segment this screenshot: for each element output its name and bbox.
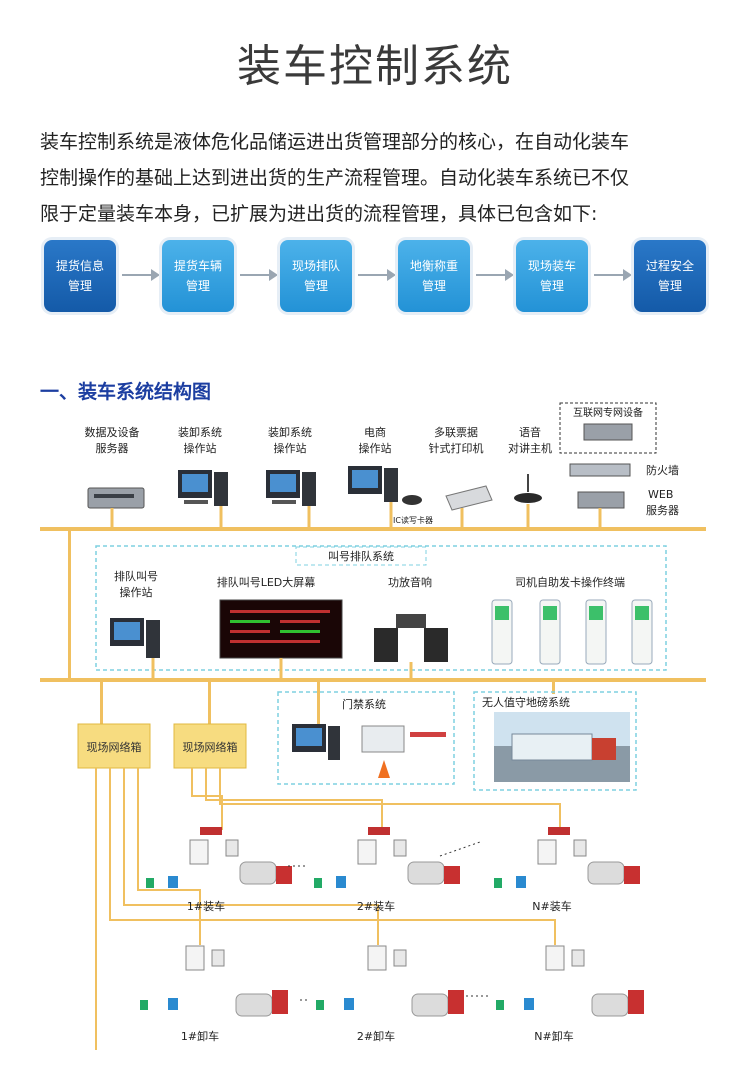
server-icon: [87, 487, 145, 529]
led-screen-icon: [219, 599, 343, 680]
system-structure-diagram: 数据及设备 服务器 装卸系统 操作站 装卸系统 操作站 电商 操作站 多联票据 …: [40, 402, 706, 1050]
page-title: 装车控制系统: [237, 41, 513, 92]
flow-arrow: [122, 269, 160, 281]
flow-arrow: [358, 269, 396, 281]
device-label: 操作站: [359, 441, 392, 455]
flow-step: 过程安全管理: [634, 240, 706, 312]
printer-icon: [445, 485, 493, 529]
network-bus: [40, 527, 706, 724]
loading-station-label: N#装车: [532, 899, 571, 913]
intro-line: 限于定量装车本身，已扩展为进出货的流程管理，具体已包含如下:: [40, 203, 598, 225]
scale-system-box: [473, 691, 637, 791]
queue-station-label: 操作站: [120, 585, 153, 599]
device-label: 服务器: [96, 442, 129, 455]
amplifier-label: 功放音响: [388, 575, 432, 589]
intercom-icon: [514, 474, 542, 529]
queue-system-box: [95, 545, 667, 671]
self-service-label: 司机自助发卡操作终端: [515, 575, 625, 589]
device-label: 装卸系统: [178, 425, 222, 439]
flow-step: 现场装车管理: [516, 240, 588, 312]
gate-system-box: [277, 691, 455, 785]
workstation-icon: [266, 470, 316, 529]
scale-icon: [494, 712, 630, 782]
field-network-label: 现场网络箱: [87, 740, 142, 754]
kiosk-icon: [491, 599, 653, 665]
device-label: 电商: [364, 425, 386, 439]
led-screen-label: 排队叫号LED大屏幕: [217, 575, 316, 589]
loading-station: [314, 827, 460, 888]
field-network-box: [173, 723, 247, 769]
loading-station-label: 1#装车: [187, 899, 225, 913]
loading-station-label: 2#装车: [357, 899, 395, 913]
firewall-label: 防火墙: [646, 463, 679, 477]
ic-reader-label: IC读写卡器: [393, 515, 433, 525]
internet-label: 互联网专网设备: [573, 406, 643, 419]
workstation-icon: [178, 470, 228, 529]
web-server-icon: [577, 491, 625, 509]
amplifier-icon: [374, 614, 448, 680]
intro-line: 控制操作的基础上达到进出货的生产流程管理。自动化装车系统已不仅: [40, 167, 630, 189]
process-flow: 提货信息管理 提货车辆管理 现场排队管理 地衡称重管理 现场装车管理 过程安全管…: [40, 240, 716, 316]
unloading-station: [316, 945, 464, 1017]
flow-step: 现场排队管理: [280, 240, 352, 312]
gate-system-label: 门禁系统: [342, 697, 386, 711]
workstation-icon: [110, 618, 160, 680]
internet-box: [559, 402, 657, 454]
flow-step: 地衡称重管理: [398, 240, 470, 312]
device-label: 语音: [519, 425, 541, 439]
queue-system-label: 叫号排队系统: [328, 549, 394, 563]
unloading-station-label: 2#卸车: [357, 1029, 395, 1043]
intro-paragraph: 装车控制系统是液体危化品储运进出货管理部分的核心，在自动化装车 控制操作的基础上…: [40, 124, 716, 232]
flow-step: 提货车辆管理: [162, 240, 234, 312]
device-label: 操作站: [274, 441, 307, 455]
flow-arrow: [476, 269, 514, 281]
loading-station: [494, 827, 640, 888]
queue-system-title-box: [295, 546, 427, 566]
device-label: 数据及设备: [85, 425, 140, 439]
unloading-station: [496, 945, 644, 1017]
unloading-station-label: N#卸车: [534, 1029, 573, 1043]
device-label: 多联票据: [434, 425, 478, 439]
workstation-icon: [348, 466, 422, 529]
flow-arrow: [240, 269, 278, 281]
field-wiring: [95, 768, 561, 1050]
web-server-label: 服务器: [646, 504, 679, 517]
intro-line: 装车控制系统是液体危化品储运进出货管理部分的核心，在自动化装车: [40, 131, 630, 153]
field-network-box: [77, 723, 151, 769]
flow-step: 提货信息管理: [44, 240, 116, 312]
device-label: 装卸系统: [268, 425, 312, 439]
device-label: 操作站: [184, 441, 217, 455]
router-icon: [583, 423, 633, 441]
queue-station-label: 排队叫号: [114, 569, 158, 583]
scale-system-label: 无人值守地磅系统: [482, 695, 570, 709]
device-label: 针式打印机: [429, 441, 484, 455]
flow-arrow: [594, 269, 632, 281]
loading-station: [146, 827, 292, 888]
section-title: 一、装车系统结构图: [40, 381, 212, 403]
firewall-icon: [569, 463, 631, 477]
unloading-station-label: 1#卸车: [181, 1029, 219, 1043]
web-server-label: WEB: [648, 488, 673, 501]
gate-icon: [292, 724, 446, 778]
field-network-label: 现场网络箱: [183, 740, 238, 754]
device-label: 对讲主机: [508, 441, 552, 455]
unloading-station: [140, 945, 288, 1017]
